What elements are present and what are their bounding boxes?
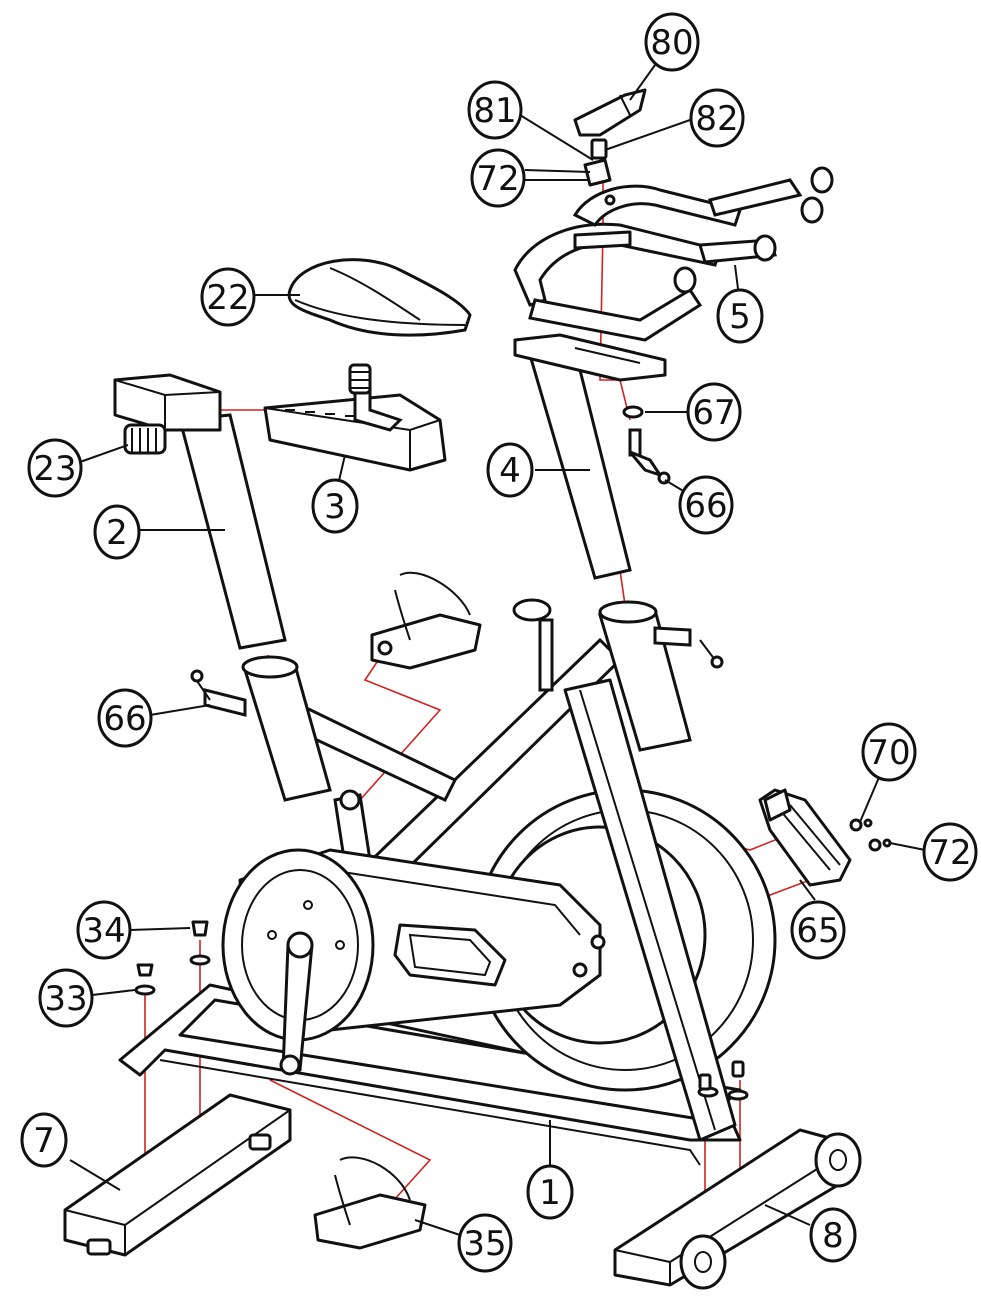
callout-3: 3 (311, 478, 359, 534)
guide-left-pedal (269, 1079, 432, 1211)
callout-8-label: 8 (822, 1216, 844, 1256)
handlebar (513, 166, 834, 342)
callout-67: 67 (686, 382, 742, 442)
callout-5: 5 (716, 288, 764, 344)
callout-72-holder-label: 72 (928, 833, 971, 873)
callout-2: 2 (93, 504, 141, 560)
callout-81-label: 81 (473, 91, 516, 131)
rear-stabilizer (613, 1128, 862, 1290)
callout-33-label: 33 (44, 979, 87, 1019)
callout-1: 1 (526, 1164, 574, 1220)
callout-35: 35 (457, 1213, 513, 1273)
callout-67-label: 67 (692, 393, 735, 433)
bottle-holder (758, 788, 852, 887)
callout-8: 8 (809, 1207, 857, 1263)
bolts-and-washers (134, 920, 749, 1101)
callout-82: 82 (689, 88, 745, 148)
callout-34: 34 (76, 900, 132, 960)
front-fork (563, 678, 737, 1142)
callout-23: 23 (27, 438, 83, 498)
leader-lines (69, 64, 926, 1236)
callout-66-upper: 66 (678, 475, 734, 535)
callout-33: 33 (38, 968, 94, 1028)
callout-82-label: 82 (695, 99, 738, 139)
seat-slider (263, 378, 447, 472)
callout-7: 7 (20, 1112, 68, 1168)
callout-72-console: 72 (470, 148, 526, 208)
frame-knobs (190, 598, 724, 717)
callout-4-label: 4 (499, 451, 521, 491)
callout-70: 70 (861, 722, 917, 782)
callout-65-label: 65 (796, 911, 839, 951)
seat-post (113, 373, 287, 650)
callout-65: 65 (790, 900, 846, 960)
guide-handlepost (619, 569, 626, 606)
callout-22-label: 22 (206, 278, 249, 318)
chain-guard (221, 848, 606, 1076)
callout-81: 81 (467, 80, 523, 140)
callout-66-lower: 66 (97, 688, 153, 748)
pedal-lower (313, 1156, 427, 1250)
callout-4: 4 (486, 442, 534, 498)
screws (849, 818, 892, 852)
callout-1-label: 1 (539, 1173, 561, 1213)
callout-80-label: 80 (650, 23, 693, 63)
front-stabilizer (63, 1093, 292, 1257)
callout-66-upper-label: 66 (684, 486, 727, 526)
callout-72-holder: 72 (922, 822, 978, 882)
seat-stem (348, 363, 372, 395)
console-parts (573, 88, 647, 206)
callout-80: 80 (644, 12, 700, 72)
callout-66-lower-label: 66 (103, 699, 146, 739)
knob-23 (123, 423, 167, 455)
callout-70-label: 70 (867, 733, 910, 773)
callout-23-label: 23 (33, 449, 76, 489)
saddle (287, 258, 472, 337)
callout-34-label: 34 (82, 911, 125, 951)
callout-35-label: 35 (463, 1224, 506, 1264)
washer-and-knob (622, 405, 671, 485)
pedal-upper (370, 571, 482, 670)
callout-5-label: 5 (729, 297, 751, 337)
callout-72-console-label: 72 (476, 159, 519, 199)
callout-2-label: 2 (106, 513, 128, 553)
callout-22: 22 (200, 267, 256, 327)
handlebar-post (513, 333, 667, 580)
callout-7-label: 7 (33, 1121, 55, 1161)
callout-3-label: 3 (324, 487, 346, 527)
